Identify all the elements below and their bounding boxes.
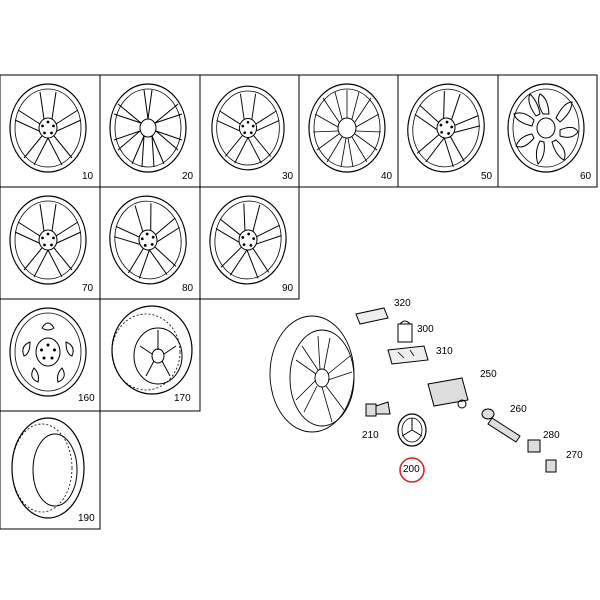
part-label-200[interactable]: 200 xyxy=(403,464,420,475)
cell-label-30: 30 xyxy=(282,171,294,182)
cell-label-80: 80 xyxy=(182,283,194,294)
wheel-5-spoke-icon[interactable] xyxy=(211,85,285,171)
cell-label-170: 170 xyxy=(174,393,191,404)
wheel-5-spoke-flat-icon[interactable] xyxy=(9,195,87,285)
wheel-5-double-spoke-icon[interactable] xyxy=(9,83,87,173)
part-label-250[interactable]: 250 xyxy=(480,369,497,380)
steel-wheel-icon[interactable] xyxy=(9,307,87,397)
highlight-ring xyxy=(399,457,425,483)
cell-label-60: 60 xyxy=(580,171,592,182)
pressure-sensor-icon[interactable] xyxy=(427,377,469,409)
tire-icon[interactable] xyxy=(11,417,85,519)
wheel-5-spoke-curved-icon[interactable] xyxy=(103,190,193,290)
exploded-wheel xyxy=(269,315,355,433)
part-label-270[interactable]: 270 xyxy=(566,450,583,461)
wheel-multi-spoke-icon[interactable] xyxy=(308,83,386,173)
part-label-280[interactable]: 280 xyxy=(543,430,560,441)
part-label-310[interactable]: 310 xyxy=(436,346,453,357)
balance-weight-icon[interactable] xyxy=(355,307,389,325)
part-label-210[interactable]: 210 xyxy=(362,430,379,441)
weight-clip-icon[interactable] xyxy=(397,320,413,343)
cell-label-190: 190 xyxy=(78,513,95,524)
wheel-bolt-icon[interactable] xyxy=(365,401,391,417)
part-label-260[interactable]: 260 xyxy=(510,404,527,415)
wheel-10-spoke-icon[interactable] xyxy=(109,83,187,173)
cell-label-90: 90 xyxy=(282,283,294,294)
cell-label-20: 20 xyxy=(182,171,194,182)
wheel-10-hole-icon[interactable] xyxy=(507,83,585,173)
wheel-5-spoke-sport-icon[interactable] xyxy=(205,191,291,289)
tire-on-rim-icon[interactable] xyxy=(111,305,193,395)
cell-label-160: 160 xyxy=(78,393,95,404)
valve-core-icon[interactable] xyxy=(527,439,541,453)
part-label-320[interactable]: 320 xyxy=(394,298,411,309)
cell-label-70: 70 xyxy=(82,283,94,294)
adhesive-weight-icon[interactable] xyxy=(387,345,429,365)
wheel-5-twin-spoke-icon[interactable] xyxy=(400,77,492,179)
wheel-grid xyxy=(0,74,598,530)
cell-label-50: 50 xyxy=(481,171,493,182)
part-label-300[interactable]: 300 xyxy=(417,324,434,335)
cell-label-10: 10 xyxy=(82,171,94,182)
valve-stem-icon[interactable] xyxy=(481,408,521,443)
valve-cap-icon[interactable] xyxy=(545,459,557,473)
hub-cap-icon[interactable] xyxy=(397,413,427,447)
cell-label-40: 40 xyxy=(381,171,393,182)
